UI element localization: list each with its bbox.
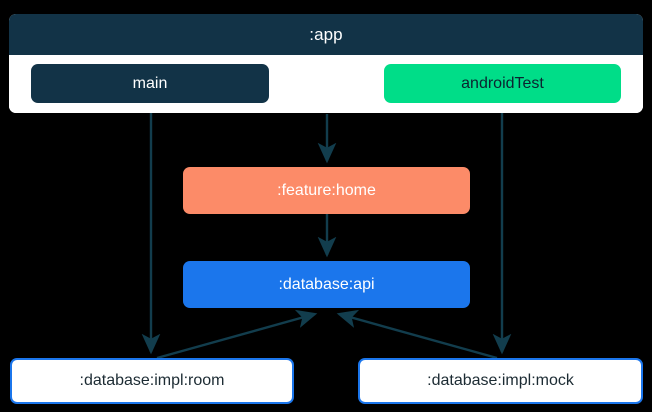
node-main[interactable]: main <box>31 64 269 103</box>
node-database-impl-room-label: :database:impl:room <box>79 372 225 389</box>
subgraph-app-title: :app <box>309 24 343 44</box>
node-feature-home[interactable]: :feature:home <box>183 167 470 214</box>
edge-database-impl-room-to-database-api <box>156 309 318 360</box>
edge-database-impl-mock-to-database-api <box>336 309 498 360</box>
subgraph-app-body: main androidTest <box>9 55 643 113</box>
node-androidtest[interactable]: androidTest <box>384 64 621 103</box>
node-database-api-label: :database:api <box>278 275 375 293</box>
node-database-impl-mock-label: :database:impl:mock <box>427 372 574 389</box>
node-database-impl-mock[interactable]: :database:impl:mock <box>358 358 643 404</box>
subgraph-app[interactable]: :app main androidTest <box>9 14 643 113</box>
node-main-label: main <box>132 74 168 92</box>
node-database-api[interactable]: :database:api <box>183 261 470 308</box>
node-androidtest-label: androidTest <box>461 74 544 92</box>
subgraph-app-header: :app <box>9 14 643 55</box>
node-feature-home-label: :feature:home <box>277 181 376 199</box>
node-database-impl-room[interactable]: :database:impl:room <box>10 358 294 404</box>
